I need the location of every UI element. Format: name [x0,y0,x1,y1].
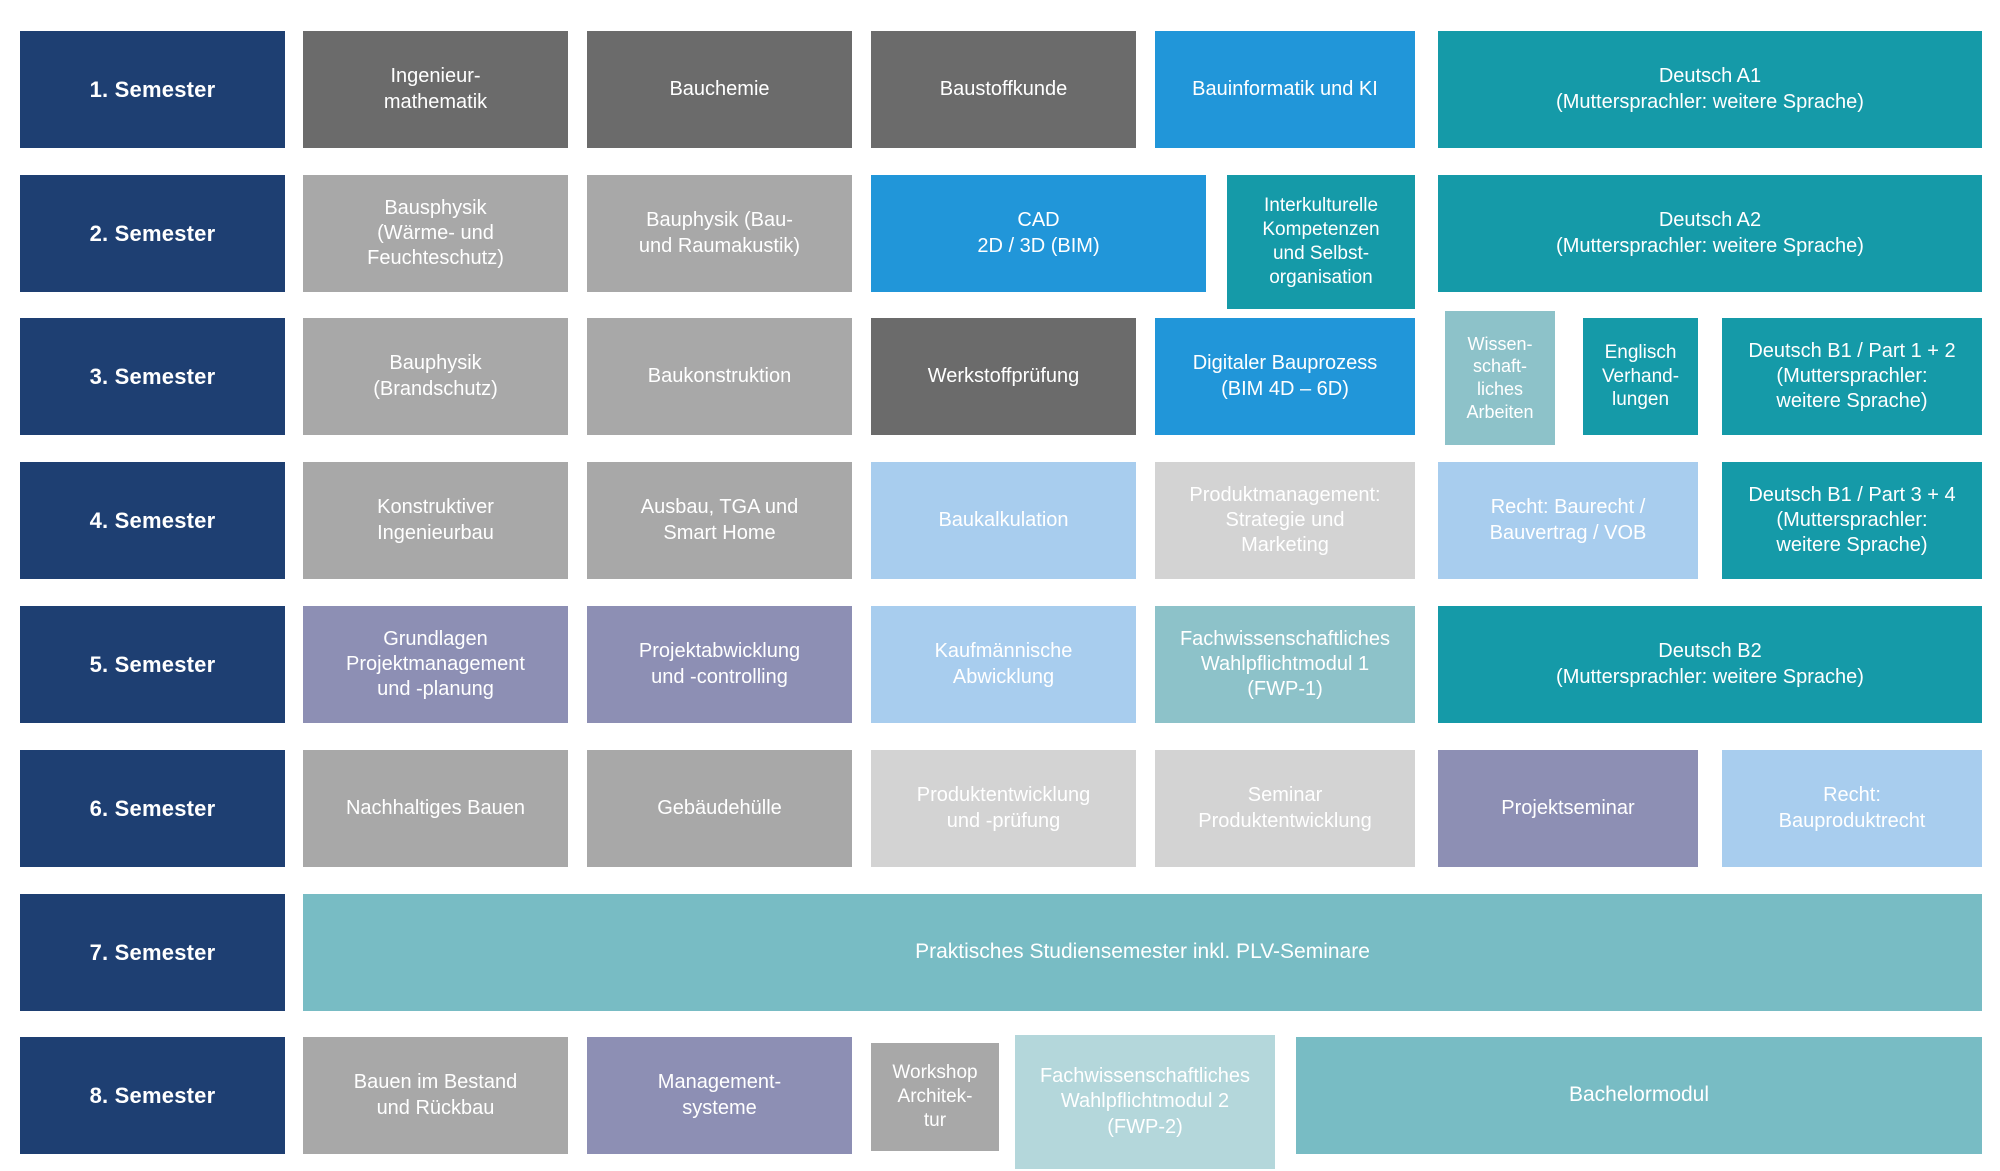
module-box: Bauchemie [587,31,852,148]
module-box: Projektseminar [1438,750,1698,867]
module-box: Produktmanagement: Strategie und Marketi… [1155,462,1415,579]
module-box: Bausphysik (Wärme- und Feuchteschutz) [303,175,568,292]
module-box: Bauinformatik und KI [1155,31,1415,148]
module-box: Baustoffkunde [871,31,1136,148]
module-box: Produktentwicklung und -prüfung [871,750,1136,867]
module-box: CAD 2D / 3D (BIM) [871,175,1206,292]
module-box: Wissen- schaft- liches Arbeiten [1445,311,1555,445]
semester-label-1: 1. Semester [20,31,285,148]
module-box: Deutsch B1 / Part 3 + 4 (Muttersprachler… [1722,462,1982,579]
module-box: Interkulturelle Kompetenzen und Selbst- … [1227,175,1415,309]
semester-label-8: 8. Semester [20,1037,285,1154]
semester-label-2: 2. Semester [20,175,285,292]
module-box: Deutsch A1 (Muttersprachler: weitere Spr… [1438,31,1982,148]
module-box: Recht: Bauproduktrecht [1722,750,1982,867]
semester-label-3: 3. Semester [20,318,285,435]
module-box: Projektabwicklung und -controlling [587,606,852,723]
module-box: Fachwissenschaftliches Wahlpflichtmodul … [1155,606,1415,723]
semester-label-6: 6. Semester [20,750,285,867]
module-box: Deutsch B1 / Part 1 + 2 (Muttersprachler… [1722,318,1982,435]
module-box: Deutsch A2 (Muttersprachler: weitere Spr… [1438,175,1982,292]
module-box: Bauen im Bestand und Rückbau [303,1037,568,1154]
module-box: Bachelormodul [1296,1037,1982,1154]
semester-label-4: 4. Semester [20,462,285,579]
module-box: Nachhaltiges Bauen [303,750,568,867]
module-box: Praktisches Studiensemester inkl. PLV-Se… [303,894,1982,1011]
module-box: Gebäudehülle [587,750,852,867]
module-box: Ausbau, TGA und Smart Home [587,462,852,579]
module-box: Bauphysik (Brandschutz) [303,318,568,435]
module-box: Seminar Produktentwicklung [1155,750,1415,867]
module-box: Ingenieur- mathematik [303,31,568,148]
semester-label-7: 7. Semester [20,894,285,1011]
module-box: Recht: Baurecht / Bauvertrag / VOB [1438,462,1698,579]
module-box: Grundlagen Projektmanagement und -planun… [303,606,568,723]
module-box: Baukalkulation [871,462,1136,579]
module-box: Werkstoffprüfung [871,318,1136,435]
module-box: Digitaler Bauprozess (BIM 4D – 6D) [1155,318,1415,435]
module-box: Management- systeme [587,1037,852,1154]
module-box: Workshop Architek- tur [871,1043,999,1151]
module-box: Baukonstruktion [587,318,852,435]
module-box: Kaufmännische Abwicklung [871,606,1136,723]
module-box: Englisch Verhand- lungen [1583,318,1698,435]
module-box: Konstruktiver Ingenieurbau [303,462,568,579]
module-box: Deutsch B2 (Muttersprachler: weitere Spr… [1438,606,1982,723]
semester-label-5: 5. Semester [20,606,285,723]
module-box: Bauphysik (Bau- und Raumakustik) [587,175,852,292]
module-box: Fachwissenschaftliches Wahlpflichtmodul … [1015,1035,1275,1169]
